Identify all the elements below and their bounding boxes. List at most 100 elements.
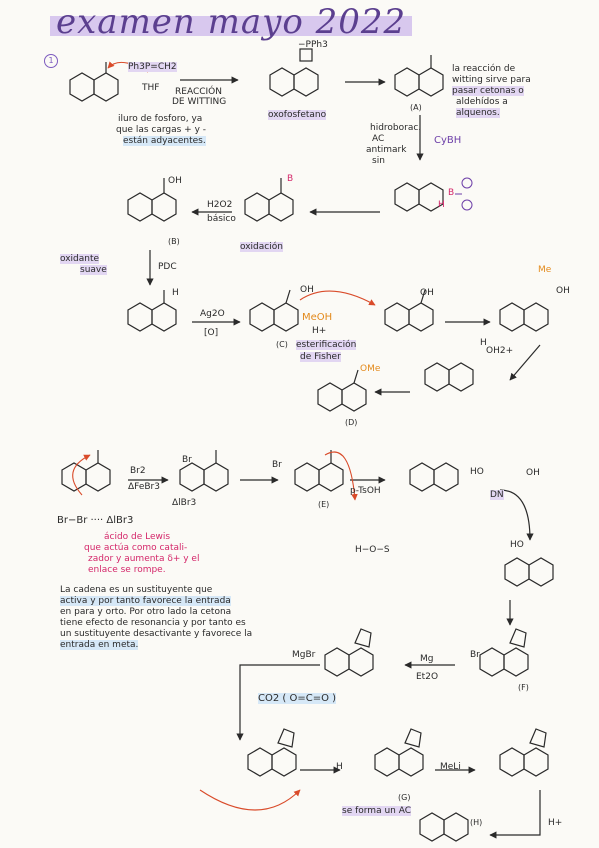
witting-name-2: DE WITTING <box>172 97 227 107</box>
ester-ome: OMe <box>360 364 381 374</box>
acid-oh: OH <box>300 285 314 295</box>
ag2o-reagent: Ag2O <box>200 309 225 319</box>
arrow-co2 <box>236 664 320 741</box>
F-br: Br <box>470 650 480 660</box>
ketone-H-molecule <box>419 812 469 842</box>
F-label: (F) <box>518 683 529 692</box>
mech-arrow-4 <box>324 451 358 501</box>
hydroboration-label-1: hidroborac. <box>370 123 422 133</box>
sigma-br: Br <box>182 455 192 465</box>
witting-note-3: pasar cetonas o <box>452 86 524 96</box>
dianion-molecule <box>499 728 549 777</box>
ylide-note-2: que las cargas + y - <box>116 125 206 135</box>
bromo-tetralone-E-molecule <box>294 450 344 492</box>
febr-minus: ΔlBr3 <box>172 498 197 508</box>
bromination-reagent-2: ΔFeBr3 <box>128 482 160 492</box>
oxaphosphetane-group: −PPh3 <box>298 40 328 50</box>
page-title: examen mayo 2022 <box>50 2 413 42</box>
directing-note-2: activa y por tanto favorece la entrada <box>60 596 231 606</box>
alkylborane-b: B <box>287 174 294 184</box>
protonated-acid-molecule <box>384 289 434 332</box>
pdc-note-1: oxidante <box>60 254 100 264</box>
dn-label: DN <box>490 490 504 500</box>
tetrahedral-oxonium-molecule <box>424 362 474 392</box>
mech-arrow-3 <box>72 454 91 496</box>
br2-lewis-complex: Br−Br ···· ΔlBr3 <box>57 515 134 526</box>
step-number: 1 <box>44 54 58 68</box>
witting-note-4: aldehídos a <box>456 97 508 107</box>
alcohol-B-molecule <box>127 178 177 222</box>
H-label: (H) <box>470 818 483 827</box>
G-label: (G) <box>398 793 411 802</box>
aldehyde-molecule <box>127 290 177 332</box>
E-label: (E) <box>318 500 330 509</box>
meli-reagent: MeLi <box>440 762 461 772</box>
witting-name-1: REACCIÓN <box>175 87 222 97</box>
hemiketal-molecule <box>504 557 554 587</box>
witting-note-2: witting sirve para <box>452 75 531 85</box>
oxidation-reagent-1: H2O2 <box>207 200 233 210</box>
alcohol-oh: OH <box>168 176 182 186</box>
directing-note-5: un sustituyente desactivante y favorece … <box>60 629 253 639</box>
fisher-note-2: de Fisher <box>300 352 341 362</box>
tsoh-structure: H−O−S <box>355 545 390 555</box>
arrow-diol-curve <box>499 489 534 541</box>
methylene-tetralin-molecule <box>394 55 444 97</box>
E-br: Br <box>272 460 282 470</box>
product-A-label: (A) <box>410 103 422 112</box>
ester-D-molecule <box>317 369 367 412</box>
tetra-me: Me <box>538 265 552 275</box>
product-B-label: (B) <box>168 237 180 246</box>
pdc-note-2: suave <box>80 265 107 275</box>
ylide-note-3: están adyacentes. <box>123 136 206 146</box>
grignard-reagent-1: Mg <box>420 654 434 664</box>
borane-adduct-molecule <box>394 182 444 212</box>
hydroboration-label-2: AC <box>372 134 385 144</box>
oxaphosphetane-label: oxofosfetano <box>268 110 327 120</box>
directing-note-1: La cadena es un sustituyente que <box>60 585 213 595</box>
hemiketal-ho: HO <box>510 540 524 550</box>
meoh-hplus: H+ <box>312 326 327 336</box>
tetrahedral-molecule <box>499 302 549 332</box>
oxaphosphetane-molecule <box>269 48 319 97</box>
fisher-note-1: esterificación <box>296 340 357 350</box>
protonated-oh: OH <box>420 288 434 298</box>
tetralone-2-molecule <box>61 450 111 492</box>
bromination-reagent-1: Br2 <box>130 466 146 476</box>
hydroboration-label-4: sin <box>372 156 385 166</box>
sigma-complex-molecule <box>179 450 229 492</box>
tetra-oh: OH <box>556 286 570 296</box>
acid-G-molecule <box>374 728 424 777</box>
ag2o-reagent-2: [O] <box>204 328 219 338</box>
bromo-ketal-F-molecule <box>479 628 529 677</box>
lewis-note-4: enlace se rompe. <box>88 565 166 575</box>
lewis-note-1: ácido de Lewis <box>104 532 171 542</box>
grignard-reagent-2: Et2O <box>416 672 439 682</box>
meoh-reagent: MeOH <box>302 312 333 323</box>
directing-note-6: entrada en meta. <box>60 640 139 650</box>
witting-note-5: alquenos. <box>456 108 500 118</box>
ester-D-label: (D) <box>345 418 358 427</box>
cybh-b: B <box>448 188 455 198</box>
diol-end-label: OH <box>526 468 540 478</box>
witting-note-1: la reacción de <box>452 64 516 74</box>
tetra-h: H <box>480 338 487 348</box>
directing-note-3: en para y orto. Por otro lado la cetona <box>60 607 232 617</box>
mgbr-label: MgBr <box>292 650 316 660</box>
grignard-ketal-molecule <box>324 628 374 677</box>
oxidation-note: oxidación <box>240 242 283 252</box>
ylide-note-1: iluro de fosforo, ya <box>118 114 203 124</box>
cybh-reagent: CyBH <box>434 135 462 146</box>
mech-arrow-5 <box>199 789 301 811</box>
directing-note-4: tiene efecto de resonancia y por tanto e… <box>60 618 246 628</box>
ptsoh-reagent: p-TsOH <box>350 486 381 496</box>
mech-arrow-2 <box>299 290 376 306</box>
G-note: se forma un AC <box>342 806 411 816</box>
cybh-reagent-drawing <box>455 177 473 211</box>
lewis-note-3: zador y aumenta δ+ y el <box>88 554 200 564</box>
acid-C-label: (C) <box>276 340 288 349</box>
protonated-ketone-molecule <box>409 462 459 492</box>
acid-C-molecule <box>249 289 299 332</box>
